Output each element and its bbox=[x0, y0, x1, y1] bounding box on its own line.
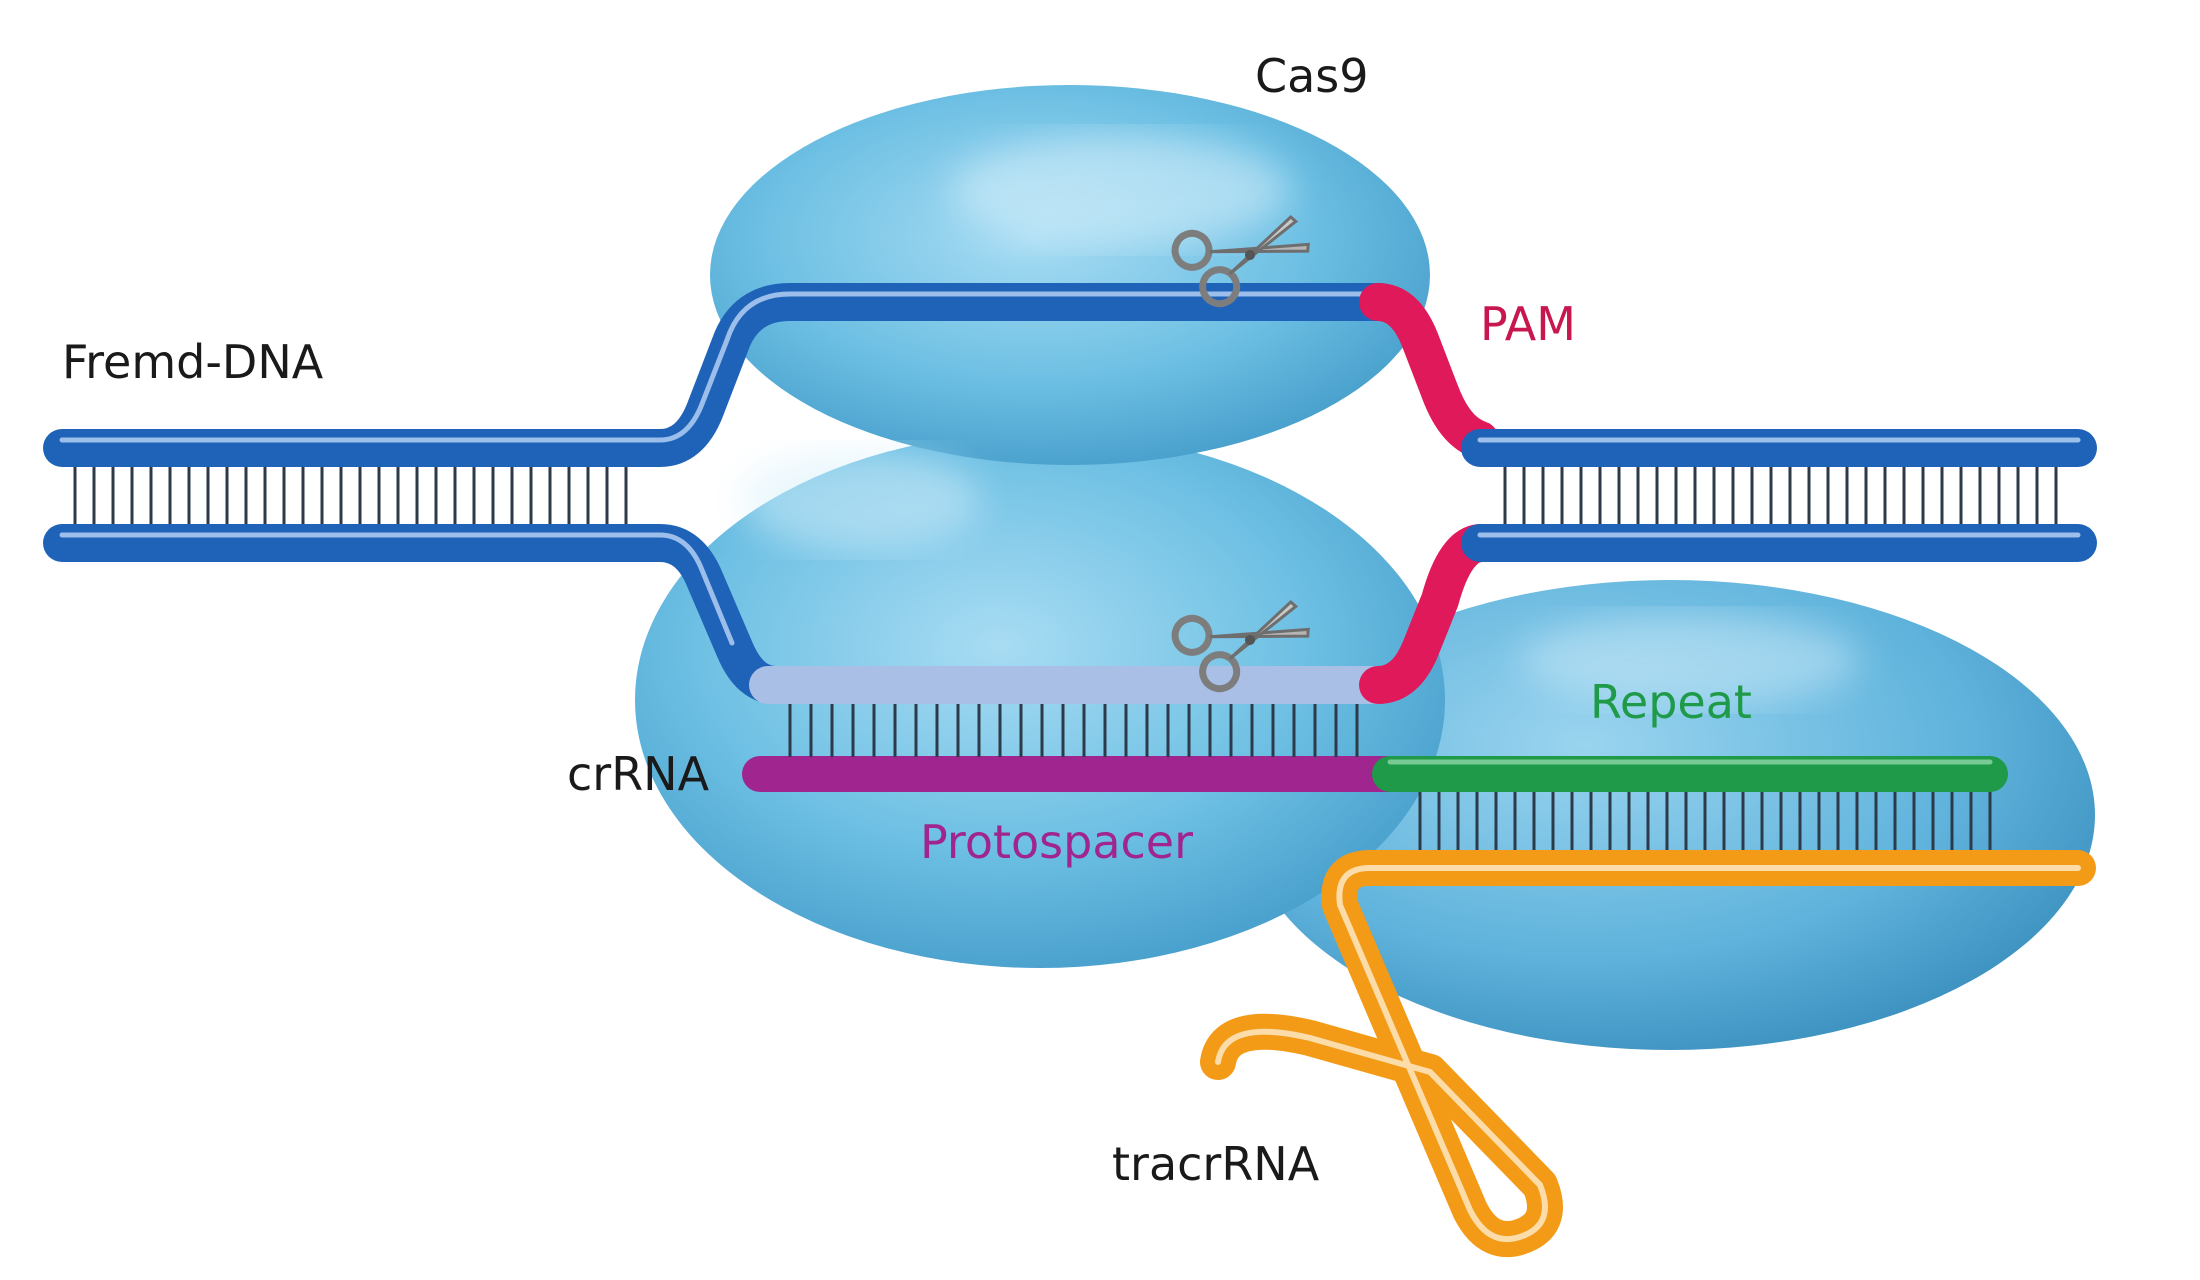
label-foreign-dna: Fremd-DNA bbox=[62, 335, 324, 389]
label-repeat: Repeat bbox=[1590, 675, 1752, 729]
label-protospacer: Protospacer bbox=[920, 815, 1193, 869]
cas9-highlight bbox=[740, 450, 980, 550]
crrna-strand bbox=[742, 756, 2008, 792]
repeat-tracr-base-pairs bbox=[1418, 792, 1992, 850]
scissors-icon-top bbox=[1171, 214, 1310, 308]
tracrrna-strand bbox=[1200, 850, 2096, 1257]
label-cas9: Cas9 bbox=[1255, 49, 1369, 103]
dna-base-pairs-right bbox=[1503, 466, 2058, 525]
cas9-protein bbox=[635, 85, 2095, 1050]
cas9-highlight bbox=[1520, 615, 1860, 705]
cas9-lobe-right bbox=[1245, 580, 2095, 1050]
scissors-icon-bottom bbox=[1171, 599, 1310, 693]
label-tracrrna: tracrRNA bbox=[1112, 1137, 1320, 1191]
label-crrna: crRNA bbox=[567, 747, 710, 801]
label-pam: PAM bbox=[1480, 297, 1576, 351]
pam-top bbox=[1359, 283, 1499, 459]
dna-bottom-strand bbox=[43, 524, 2097, 704]
target-crrna-base-pairs bbox=[788, 703, 1359, 757]
dna-top-strand bbox=[43, 283, 2097, 467]
dna-base-pairs-left bbox=[73, 466, 628, 525]
cas9-highlight bbox=[950, 135, 1290, 245]
